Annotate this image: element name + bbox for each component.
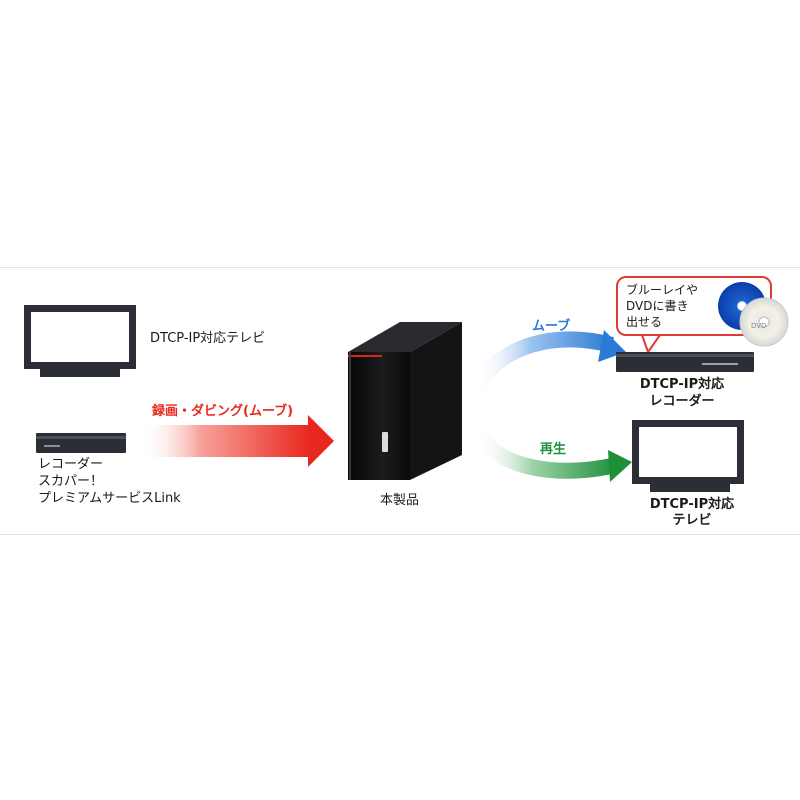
bubble-text: ブルーレイや DVDに書き 出せる <box>626 283 699 329</box>
blue-arrow <box>469 330 626 393</box>
right-tv-label-1: DTCP-IP対応 <box>649 497 735 512</box>
speech-bubble: ブルーレイや DVDに書き 出せる <box>616 276 772 336</box>
recorder-label-line-2: スカパー！ <box>38 474 104 489</box>
transfer-label: 録画・ダビング(ムーブ) <box>152 404 294 419</box>
recorder-label-line-3: プレミアムサービスLink <box>38 491 181 506</box>
play-label: 再生 <box>540 442 567 457</box>
tv-icon <box>24 305 136 377</box>
green-arrow <box>469 427 632 482</box>
bubble-tail <box>641 334 661 353</box>
right-tv-label-2: テレビ <box>672 513 712 528</box>
red-arrow <box>140 415 334 467</box>
nas-label: 本製品 <box>380 493 420 508</box>
left-tv-label: DTCP-IP対応テレビ <box>150 331 266 346</box>
right-recorder-label-2: レコーダー <box>649 394 715 409</box>
nas-icon <box>348 322 462 480</box>
recorder-icon <box>36 433 126 453</box>
right-tv-icon <box>632 420 744 492</box>
recorder-label-line-1: レコーダー <box>38 457 104 472</box>
right-recorder-icon <box>616 352 754 372</box>
right-recorder-label-1: DTCP-IP対応 <box>639 377 725 392</box>
move-label: ムーブ <box>532 319 571 334</box>
